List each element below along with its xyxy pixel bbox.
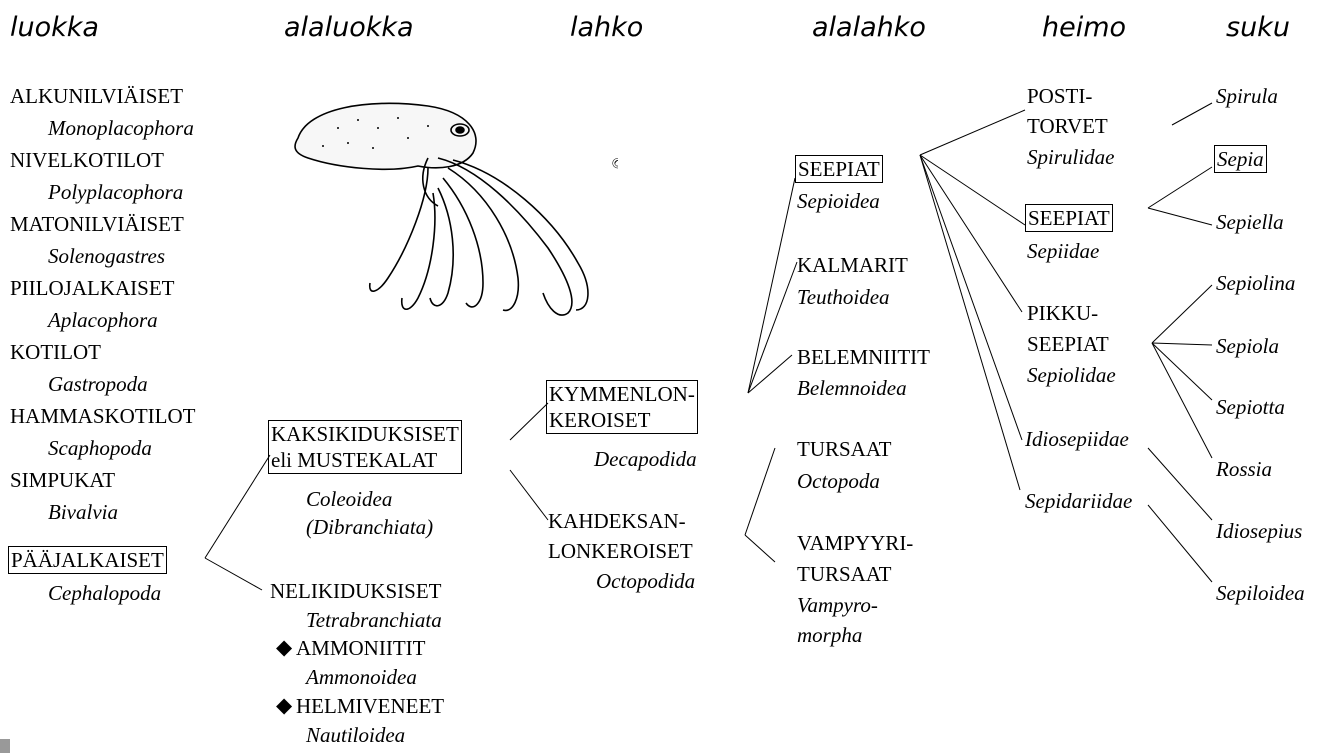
class-name: KOTILOT xyxy=(10,339,101,365)
order-ammonoidea-name: AMMONIITIT xyxy=(296,635,425,661)
subclass-latin: Coleoidea xyxy=(306,486,392,512)
class-name: ALKUNILVIÄISET xyxy=(10,83,183,109)
subclass-name-line2: eli MUSTEKALAT xyxy=(271,447,459,473)
class-name: PIILOJALKAISET xyxy=(10,275,174,301)
class-name-cephalopoda: PÄÄJALKAISET xyxy=(8,546,167,574)
family-name-line2: TORVET xyxy=(1027,113,1108,139)
order-name-line2: KEROISET xyxy=(549,407,695,433)
order-name-line1: KYMMENLON- xyxy=(549,381,695,407)
class-name: NIVELKOTILOT xyxy=(10,147,164,173)
header-alaluokka: alaluokka xyxy=(284,12,414,43)
order-latin: Octopodida xyxy=(596,568,695,594)
class-name: HAMMASKOTILOT xyxy=(10,403,196,429)
family-latin: Sepiolidae xyxy=(1027,362,1116,388)
order-decapodida-box: KYMMENLON- KEROISET xyxy=(546,380,698,434)
subclass-latin-alt: (Dibranchiata) xyxy=(306,514,433,540)
suborder-name: KALMARIT xyxy=(797,252,908,278)
order-name-line1: KAHDEKSAN- xyxy=(548,508,686,534)
subclass-coleoidea-box: KAKSIKIDUKSISET eli MUSTEKALAT xyxy=(268,420,462,474)
order-ammonoidea-latin: Ammonoidea xyxy=(306,664,417,690)
genus-sepia-name: Sepia xyxy=(1214,145,1267,173)
class-latin: Cephalopoda xyxy=(48,580,161,606)
extinct-marker: ◆ xyxy=(276,692,292,718)
extinct-marker: ◆ xyxy=(276,634,292,660)
family-latin: Spirulidae xyxy=(1027,144,1115,170)
suborder-name-line2: TURSAAT xyxy=(797,561,892,587)
header-lahko: lahko xyxy=(570,12,643,43)
family-latin: Sepiidae xyxy=(1027,238,1099,264)
genus-name: Sepiella xyxy=(1216,209,1284,235)
header-heimo: heimo xyxy=(1042,12,1126,43)
genus-name: Rossia xyxy=(1216,456,1272,482)
suborder-latin: Sepioidea xyxy=(797,188,880,214)
subclass-name: NELIKIDUKSISET xyxy=(270,578,441,604)
family-latin: Idiosepiidae xyxy=(1025,426,1129,452)
order-name-line2: LONKEROISET xyxy=(548,538,693,564)
suborder-name-line1: VAMPYYRI- xyxy=(797,530,913,556)
header-alalahko: alalahko xyxy=(812,12,926,43)
family-name-line1: PIKKU- xyxy=(1027,300,1098,326)
genus-name: Sepiloidea xyxy=(1216,580,1305,606)
suborder-latin-line2: morpha xyxy=(797,622,862,648)
suborder-latin: Belemnoidea xyxy=(797,375,907,401)
header-luokka: luokka xyxy=(10,12,99,43)
class-latin: Scaphopoda xyxy=(48,435,152,461)
order-nautiloidea-name: HELMIVENEET xyxy=(296,693,444,719)
family-name-line2: SEEPIAT xyxy=(1027,331,1109,357)
header-suku: suku xyxy=(1226,12,1290,43)
family-sepiidae-name: SEEPIAT xyxy=(1025,204,1113,232)
class-latin: Aplacophora xyxy=(48,307,158,333)
suborder-name: TURSAAT xyxy=(797,436,892,462)
genus-name: Idiosepius xyxy=(1216,518,1302,544)
family-latin: Sepidariidae xyxy=(1025,488,1132,514)
genus-name: Sepiolina xyxy=(1216,270,1295,296)
class-latin: Solenogastres xyxy=(48,243,165,269)
copyright-credit: © Aapo Ahola xyxy=(607,154,618,224)
genus-name: Sepiotta xyxy=(1216,394,1285,420)
genus-name: Sepiola xyxy=(1216,333,1279,359)
suborder-sepioidea-name: SEEPIAT xyxy=(795,155,883,183)
octopus-illustration: © Aapo Ahola xyxy=(278,98,618,328)
order-latin: Decapodida xyxy=(594,446,697,472)
genus-name: Spirula xyxy=(1216,83,1278,109)
class-name: SIMPUKAT xyxy=(10,467,115,493)
scroll-stub xyxy=(0,739,10,753)
class-latin: Polyplacophora xyxy=(48,179,183,205)
family-name-line1: POSTI- xyxy=(1027,83,1092,109)
class-latin: Gastropoda xyxy=(48,371,148,397)
subclass-latin: Tetrabranchiata xyxy=(306,607,442,633)
order-nautiloidea-latin: Nautiloidea xyxy=(306,722,405,748)
suborder-latin-line1: Vampyro- xyxy=(797,592,878,618)
suborder-latin: Octopoda xyxy=(797,468,880,494)
class-latin: Monoplacophora xyxy=(48,115,194,141)
suborder-latin: Teuthoidea xyxy=(797,284,890,310)
class-name: MATONILVIÄISET xyxy=(10,211,184,237)
class-latin: Bivalvia xyxy=(48,499,118,525)
suborder-name: BELEMNIITIT xyxy=(797,344,930,370)
subclass-name-line1: KAKSIKIDUKSISET xyxy=(271,421,459,447)
